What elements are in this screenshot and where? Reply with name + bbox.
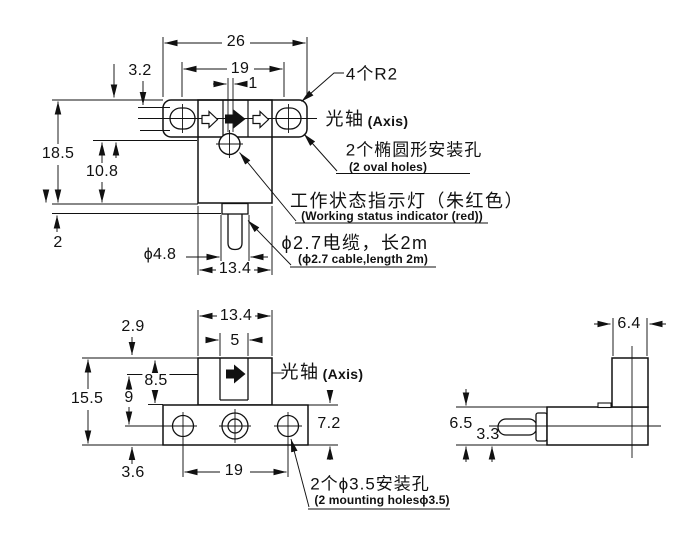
indicator-bump xyxy=(597,402,612,409)
label-cable-en: (ϕ2.7 cable,length 2m) xyxy=(298,252,428,266)
dim-axis-offset: 3.2 xyxy=(128,62,152,79)
front-view-dimensions xyxy=(42,37,488,275)
leader-mounting-holes xyxy=(290,438,310,508)
dim-step: 2 xyxy=(53,234,63,251)
label-corner-radius: 4个R2 xyxy=(345,64,399,84)
cable-bushing xyxy=(221,202,249,215)
label-axis-en-top: (Axis) xyxy=(322,366,364,382)
cable-bushing xyxy=(535,412,548,442)
leader-indicator xyxy=(239,152,297,222)
dim-hole-offset: 9 xyxy=(122,389,136,406)
label-axis-cn-top: 光轴 xyxy=(280,362,320,382)
side-view-dimensions xyxy=(456,318,666,462)
dim-edge-margin: 3.6 xyxy=(121,464,145,481)
light-arrow-right-icon xyxy=(252,110,270,129)
leader-oval-holes xyxy=(303,133,338,172)
dim-fork-depth: 8.5 xyxy=(142,372,170,389)
dim-base-depth: 7.2 xyxy=(317,415,341,432)
leader-r2 xyxy=(301,72,344,102)
cable xyxy=(227,214,243,251)
label-indicator-cn: 工作状态指示灯（朱红色） xyxy=(290,191,524,211)
dim-hole-span: 19 xyxy=(228,60,252,77)
leader-cable xyxy=(247,220,292,266)
dim-fork-width: 13.4 xyxy=(217,307,255,324)
dim-overall-depth: 15.5 xyxy=(68,390,106,407)
label-axis-en-front: (Axis) xyxy=(367,113,409,129)
label-mounting-en: (2 mounting holesϕ3.5) xyxy=(314,493,450,507)
dim-head-width: 6.4 xyxy=(615,315,643,332)
dim-axis-depth: 2.9 xyxy=(121,318,145,335)
side-view xyxy=(489,346,661,458)
front-view xyxy=(138,78,317,251)
cable xyxy=(497,418,538,436)
dim-overall-height: 18.5 xyxy=(39,145,77,162)
dim-overall-width: 26 xyxy=(224,33,248,50)
label-axis-cn-front: 光轴 xyxy=(325,109,365,129)
dim-axis-height: 3.3 xyxy=(476,426,500,443)
label-cable-cn: ϕ2.7电缆，长2m xyxy=(281,233,429,253)
dim-hole-span-top: 19 xyxy=(222,462,246,479)
dim-body-width: 13.4 xyxy=(216,260,254,277)
light-arrow-left-icon xyxy=(201,110,219,129)
dim-slit-width: 1 xyxy=(248,75,258,92)
beam-arrow-icon xyxy=(225,109,246,129)
dim-body-depth: 10.8 xyxy=(83,163,121,180)
top-view xyxy=(127,357,309,446)
top-view-dimensions xyxy=(82,310,450,510)
label-oval-holes-cn: 2个椭圆形安装孔 xyxy=(345,140,483,160)
dim-slot-width: 5 xyxy=(230,332,240,349)
label-mounting-cn: 2个ϕ3.5安装孔 xyxy=(310,474,430,494)
dim-body-height: 6.5 xyxy=(449,415,473,432)
beam-arrow-icon xyxy=(226,364,246,384)
dim-bushing-dia: ϕ4.8 xyxy=(143,246,177,263)
label-indicator-en: (Working status indicator (red)) xyxy=(301,209,483,223)
label-oval-holes-en: (2 oval holes) xyxy=(348,160,428,174)
